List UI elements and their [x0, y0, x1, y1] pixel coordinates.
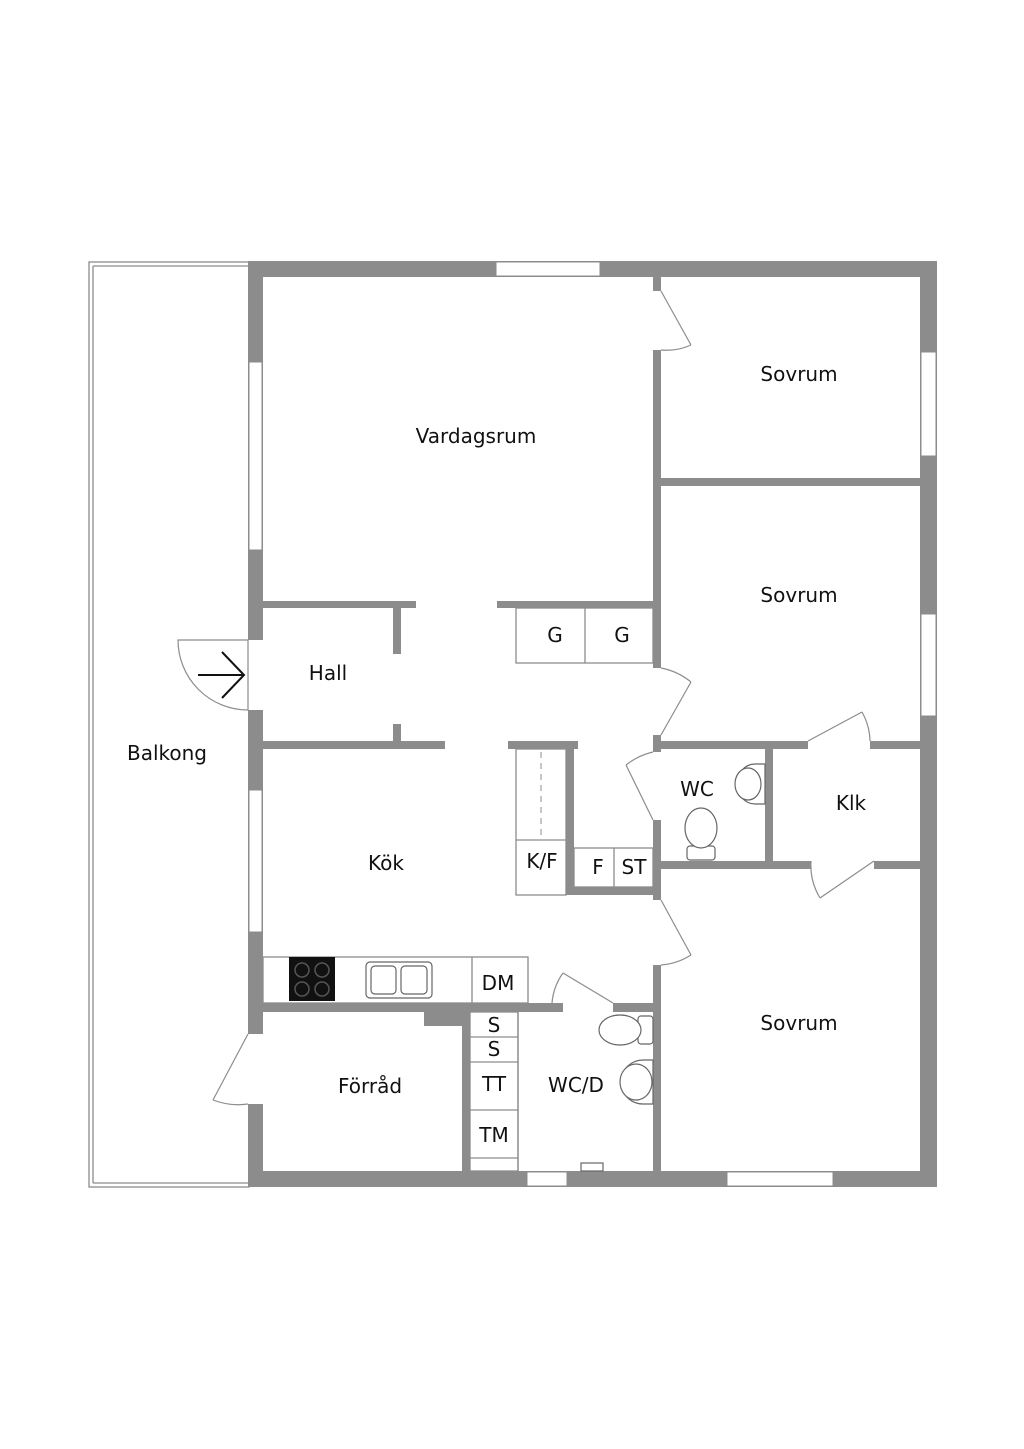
wcd-sink-icon	[619, 1059, 654, 1105]
kitchen-sink-icon	[365, 961, 433, 999]
stove-icon	[289, 957, 335, 1001]
room-hall: Hall	[309, 661, 347, 685]
room-sovrum-1: Sovrum	[760, 362, 837, 386]
balcony	[88, 261, 250, 1188]
wcd-toilet-icon	[598, 1014, 654, 1046]
room-sovrum-3: Sovrum	[760, 1011, 837, 1035]
fixture-labels: G G K/F F ST DM S S TT TM	[478, 623, 647, 1147]
label-f: F	[592, 855, 604, 879]
room-vardagsrum: Vardagsrum	[416, 424, 537, 448]
door-openings	[248, 640, 263, 1104]
label-kf: K/F	[526, 849, 557, 873]
wc-sink-icon	[734, 763, 766, 805]
outer-walls	[248, 261, 937, 1187]
label-s-2: S	[488, 1037, 501, 1061]
label-tt: TT	[481, 1072, 507, 1096]
room-wc-d: WC/D	[548, 1073, 604, 1097]
windows	[248, 261, 937, 1187]
label-st: ST	[622, 855, 648, 879]
room-sovrum-2: Sovrum	[760, 583, 837, 607]
wc-toilet-icon	[684, 807, 718, 861]
room-kok: Kök	[368, 851, 404, 875]
room-forrad: Förråd	[338, 1074, 402, 1098]
room-wc: WC	[680, 777, 714, 801]
room-balkong: Balkong	[127, 741, 207, 765]
label-g-1: G	[547, 623, 563, 647]
room-klk: Klk	[836, 791, 867, 815]
doors	[177, 290, 875, 1106]
room-labels: Vardagsrum Sovrum Sovrum Sovrum Hall Bal…	[127, 362, 867, 1098]
label-tm: TM	[478, 1123, 508, 1147]
entrance-arrow-icon	[198, 651, 246, 699]
interior-walls	[263, 277, 920, 1171]
label-dm: DM	[482, 971, 515, 995]
label-g-2: G	[614, 623, 630, 647]
label-s-1: S	[488, 1013, 501, 1037]
floor-drain-icon	[580, 1162, 604, 1172]
cabinets	[262, 607, 654, 1172]
